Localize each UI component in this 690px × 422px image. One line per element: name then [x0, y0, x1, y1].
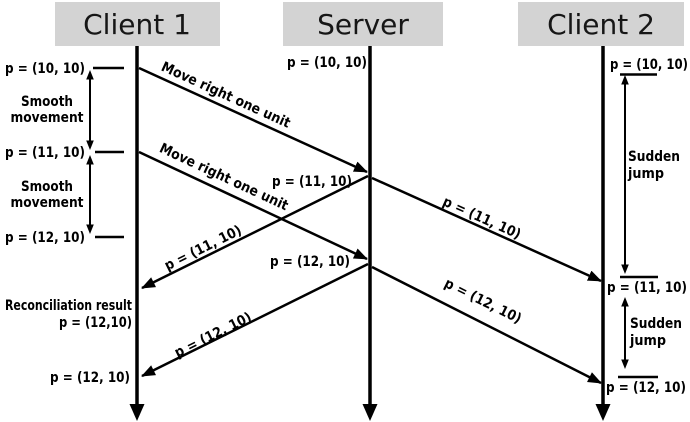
sudden-jump2-label-line2: jump	[629, 333, 666, 349]
smooth-movement1-label-line2: movement	[11, 110, 84, 126]
smooth-movement1-arrow-down-icon	[86, 140, 94, 150]
lifeline-server-arrowhead-icon	[362, 404, 378, 421]
client1-pos-after-move2-label: p = (12, 10)	[5, 230, 85, 246]
actor-box-server	[283, 2, 443, 46]
smooth-movement2-label-line2: movement	[11, 195, 84, 211]
message-update1-to-client2-arrow	[371, 176, 602, 283]
client2-pos-update1-label: p = (11, 10)	[607, 280, 687, 296]
message-move1-label: Move right one unit	[159, 59, 293, 132]
lifeline-client2-arrowhead-icon	[595, 404, 611, 421]
sudden-jump2-label-line1: Sudden	[630, 316, 682, 332]
sudden-jump2-arrow-down-icon	[621, 359, 629, 369]
message-update1-to-client2-label: p = (11, 10)	[440, 194, 523, 243]
smooth-movement1-arrow-up-icon	[86, 70, 94, 80]
actor-title-client1: Client 1	[83, 8, 191, 41]
sudden-jump1-arrow-up-icon	[621, 75, 629, 85]
smooth-movement2-label-line1: Smooth	[21, 179, 73, 195]
smooth-movement2-arrow-up-icon	[86, 155, 94, 165]
client1-pos-final-label: p = (12, 10)	[50, 370, 130, 386]
sudden-jump2-arrow-up-icon	[621, 297, 629, 307]
server-pos-update1-label: p = (11, 10)	[272, 174, 352, 190]
actor-box-client2	[518, 2, 684, 46]
lifeline-client1-arrowhead-icon	[129, 404, 145, 421]
actor-title-client2: Client 2	[547, 8, 655, 41]
reconciliation-result-label-line1: Reconciliation result	[5, 298, 132, 314]
smooth-movement1-label-line1: Smooth	[21, 94, 73, 110]
message-move2-label: Move right one unit	[157, 141, 291, 215]
smooth-movement2-arrow-down-icon	[86, 224, 94, 234]
message-update2-to-client2-arrow	[371, 265, 602, 385]
client2-pos-update2-label: p = (12, 10)	[606, 380, 686, 396]
server-pos-update2-label: p = (12, 10)	[270, 254, 350, 270]
message-update2-to-client1-arrow	[141, 262, 369, 378]
client1-pos-after-move1-label: p = (11, 10)	[5, 145, 85, 161]
message-update1-to-client1-arrow	[141, 174, 369, 290]
sudden-jump1-label-line1: Sudden	[628, 149, 680, 165]
message-move1-arrow	[138, 66, 368, 174]
message-update1-to-client1-label: p = (11, 10)	[162, 223, 244, 275]
message-update2-to-client1-label: p = (12, 10)	[172, 310, 254, 362]
message-update2-to-client2-label: p = (12, 10)	[442, 276, 524, 328]
sudden-jump1-label-line2: jump	[627, 166, 664, 182]
client1-pos-initial-label: p = (10, 10)	[5, 61, 85, 77]
sudden-jump1-arrow-down-icon	[621, 264, 629, 274]
message-move2-arrow	[138, 150, 368, 261]
server-pos-initial-label: p = (10, 10)	[287, 55, 367, 71]
actor-box-client1	[55, 2, 220, 46]
reconciliation-result-label-line2: p = (12,10)	[59, 315, 132, 331]
actor-title-server: Server	[317, 8, 409, 41]
client2-pos-initial-label: p = (10, 10)	[610, 57, 688, 73]
